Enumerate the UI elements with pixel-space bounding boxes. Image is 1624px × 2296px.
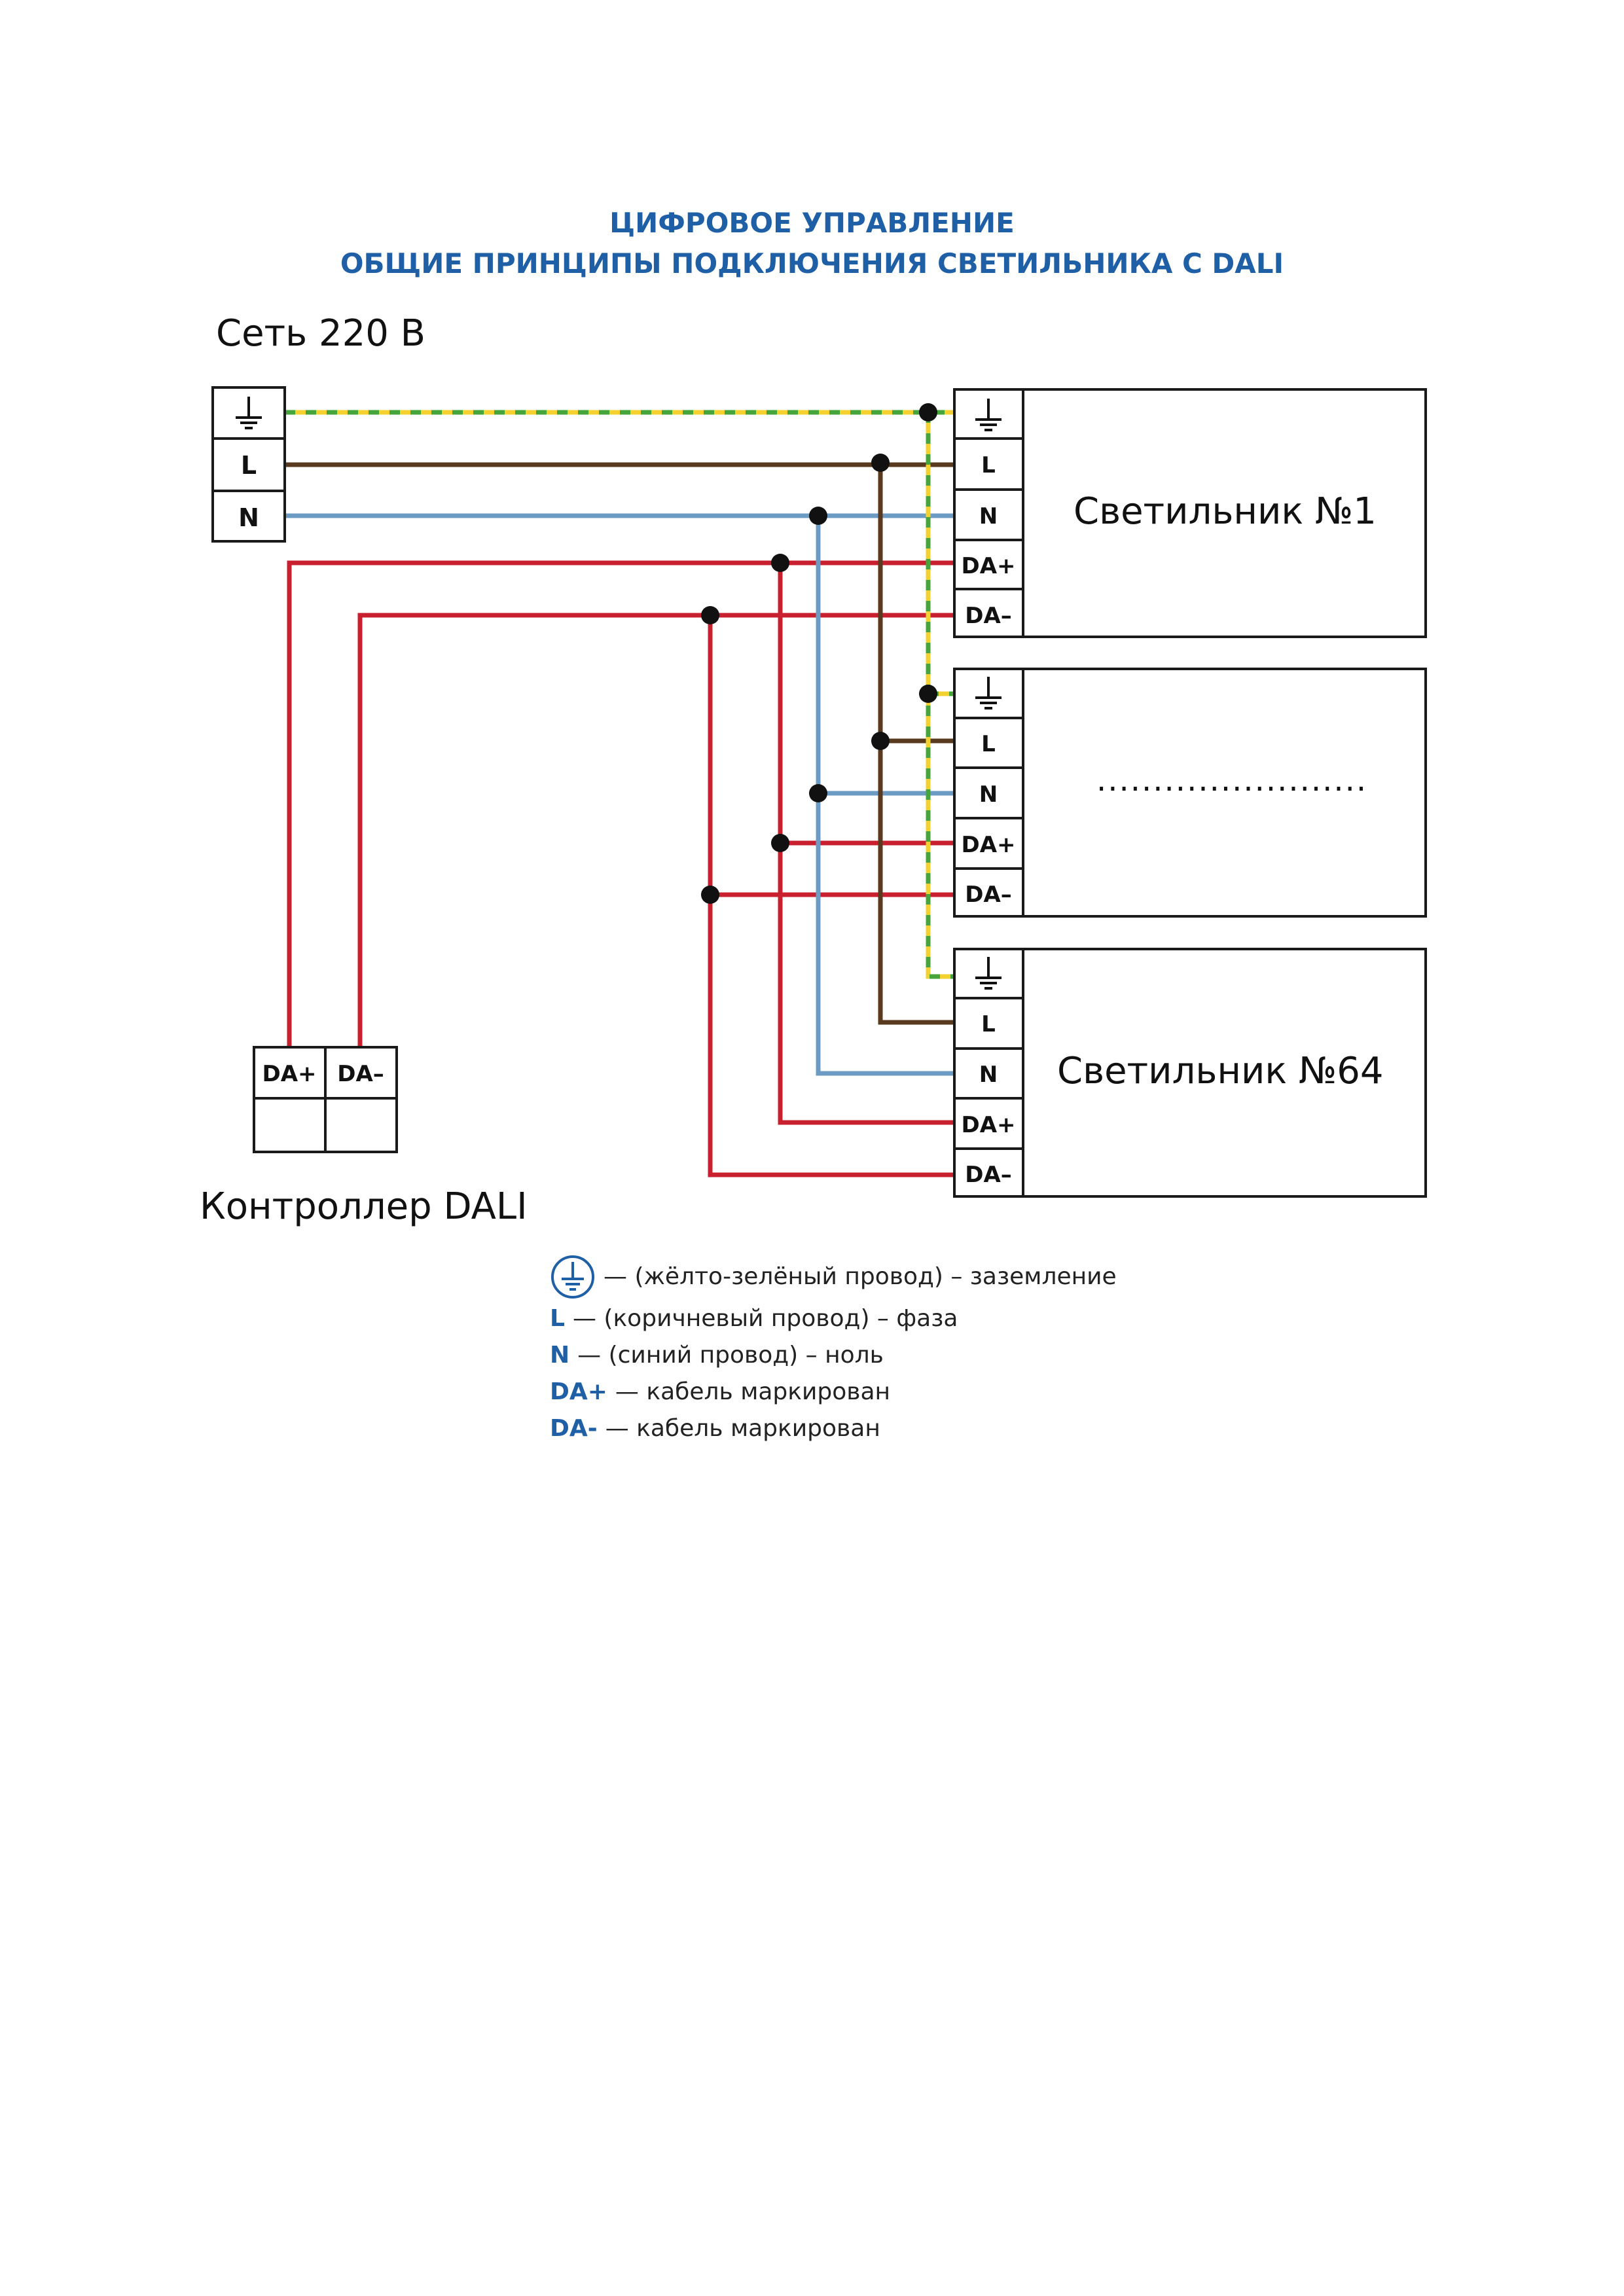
luminaire-middle-terminal-da-minus: DA– [965, 882, 1012, 908]
neutral-wires [285, 513, 954, 1076]
legend-text-da-plus: — кабель маркирован [615, 1378, 891, 1405]
dali-wires [287, 560, 954, 1177]
luminaire-64-terminal-da-minus: DA– [965, 1162, 1012, 1188]
title-block: ЦИФРОВОЕ УПРАВЛЕНИЕ ОБЩИЕ ПРИНЦИПЫ ПОДКЛ… [0, 203, 1624, 284]
legend-row-phase: L — (коричневый провод) – фаза [550, 1300, 1117, 1337]
legend-text-da-minus: — кабель маркирован [605, 1415, 880, 1442]
wire-da-minus-bus [357, 613, 954, 1047]
wire-l-drop [878, 461, 954, 1025]
luminaire-1-terminal-da-minus: DA– [965, 603, 1012, 629]
luminaire-middle-ellipsis: ........................ [1096, 762, 1367, 798]
legend-key-da-plus: DA+ [550, 1378, 607, 1405]
luminaire-1-label: Светильник №1 [1074, 490, 1377, 533]
controller-label: Контроллер DALI [200, 1185, 528, 1228]
wire-da-plus-bus [287, 560, 954, 1047]
legend-row-da-plus: DA+ — кабель маркирован [550, 1374, 1117, 1410]
legend-key-phase: L [550, 1305, 565, 1332]
mains-terminal-n: N [238, 503, 259, 532]
luminaire-1: L N DA+ DA– Светильник №1 [953, 388, 1427, 638]
luminaire-middle-terminal-l: L [981, 731, 996, 757]
luminaire-1-terminal-da-plus: DA+ [961, 553, 1015, 579]
legend-row-earth: — (жёлто-зелёный провод) – заземление [550, 1253, 1117, 1300]
legend-row-neutral: N — (синий провод) – ноль [550, 1337, 1117, 1374]
title-line-1: ЦИФРОВОЕ УПРАВЛЕНИЕ [609, 207, 1015, 239]
wire-n-drop [816, 516, 954, 1076]
legend-row-da-minus: DA- — кабель маркирован [550, 1410, 1117, 1447]
luminaire-middle-terminal-n: N [979, 781, 998, 808]
mains-terminal-l: L [241, 451, 257, 480]
ground-icon [551, 1255, 594, 1299]
controller-terminal-da-minus: DA– [337, 1061, 384, 1087]
luminaire-1-terminal-n: N [979, 503, 998, 529]
junction-dots [701, 403, 937, 904]
luminaire-64-terminal-l: L [981, 1011, 996, 1037]
legend-text-phase: — (коричневый провод) – фаза [572, 1305, 958, 1332]
luminaire-64-terminal-n: N [979, 1062, 998, 1088]
mains-terminal-block: L N [211, 386, 286, 543]
controller-terminal-da-plus: DA+ [262, 1061, 316, 1087]
wire-da-minus-drop [708, 615, 954, 1177]
luminaire-64-label: Светильник №64 [1057, 1050, 1384, 1092]
luminaire-64: L N DA+ DA– Светильник №64 [953, 948, 1427, 1198]
legend-key-neutral: N [550, 1342, 570, 1369]
legend-key-da-minus: DA- [550, 1415, 598, 1442]
luminaire-64-terminal-da-plus: DA+ [961, 1112, 1015, 1138]
legend-text-earth: — (жёлто-зелёный провод) – заземление [604, 1263, 1117, 1290]
phase-wires [285, 461, 954, 1025]
luminaire-middle-terminal-da-plus: DA+ [961, 832, 1015, 858]
title-line-2: ОБЩИЕ ПРИНЦИПЫ ПОДКЛЮЧЕНИЯ СВЕТИЛЬНИКА С… [340, 247, 1284, 279]
mains-label: Сеть 220 В [216, 312, 425, 355]
luminaire-middle: L N DA+ DA– ........................ [953, 668, 1427, 918]
luminaire-1-terminal-l: L [981, 452, 996, 478]
wire-da-plus-drop [778, 563, 954, 1125]
legend: — (жёлто-зелёный провод) – заземление L … [550, 1253, 1117, 1447]
legend-text-neutral: — (синий провод) – ноль [577, 1342, 884, 1369]
dali-controller-block: DA+ DA– [253, 1046, 398, 1153]
earth-wires [285, 410, 954, 979]
